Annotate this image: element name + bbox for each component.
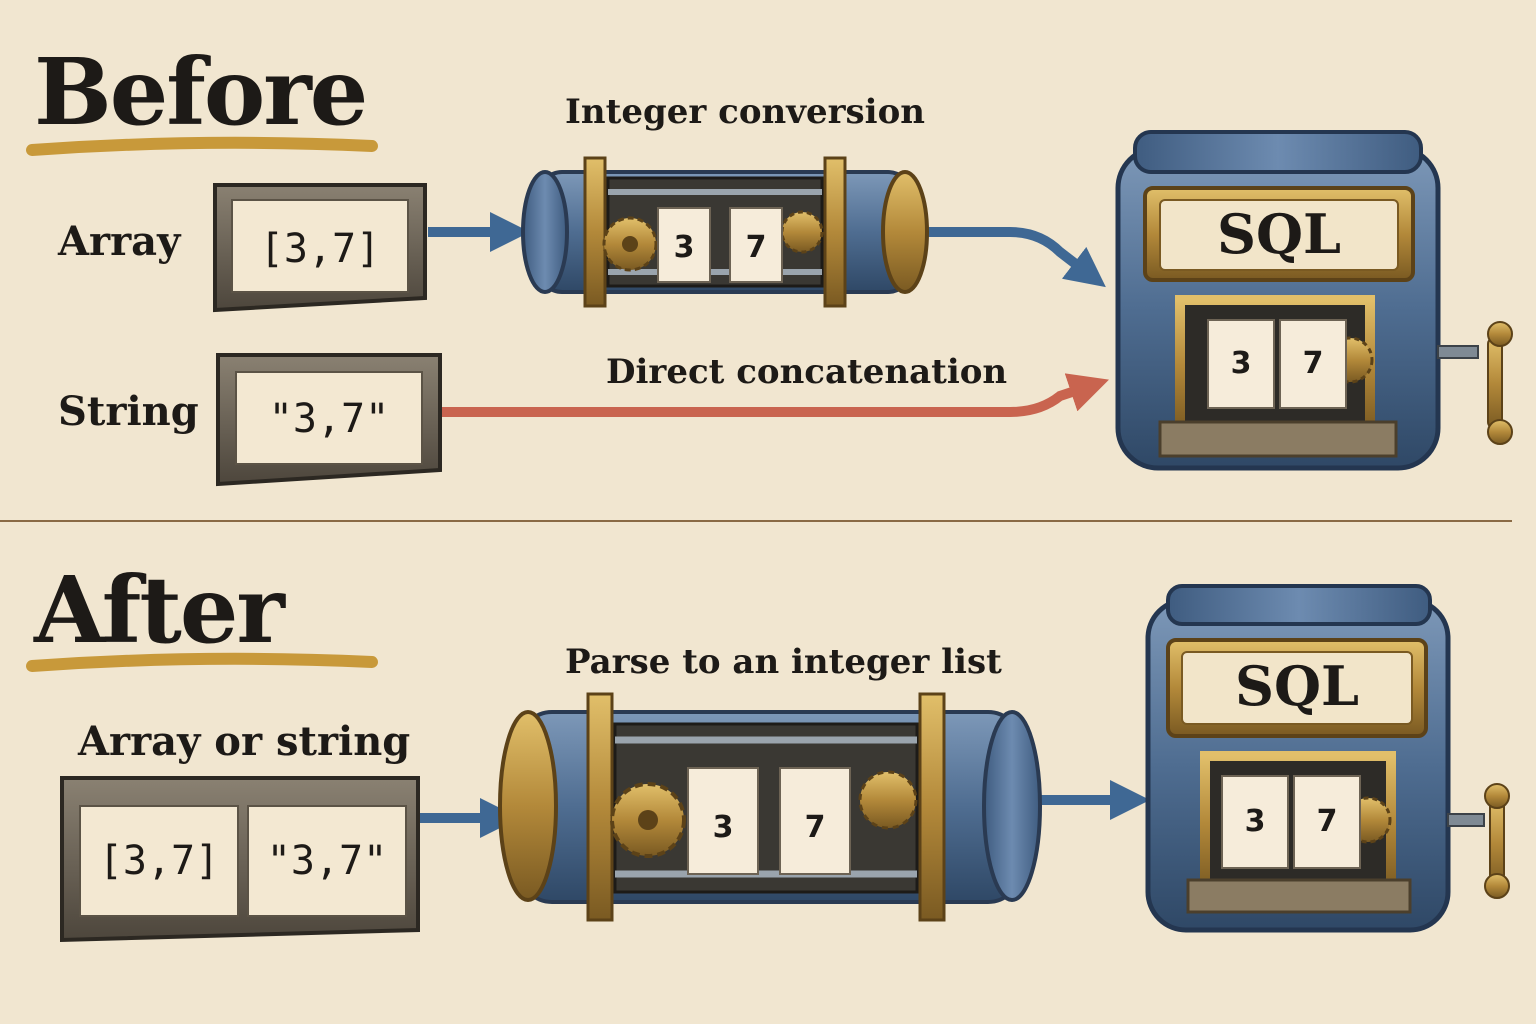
parser-card-2-text: 7 — [804, 810, 826, 845]
sql-after-card-1 — [1221, 775, 1289, 869]
integer-converter-machine — [521, 156, 929, 308]
gear-icon — [780, 210, 824, 254]
converter-card-1 — [657, 207, 711, 283]
after-heading: After — [34, 556, 285, 664]
hand-crank-icon — [1447, 783, 1510, 899]
before-heading: Before — [34, 38, 368, 146]
string-value: "3,7" — [268, 396, 390, 442]
sql-card-1-text: 3 — [1230, 346, 1252, 381]
sql-card-2-text: 7 — [1302, 346, 1324, 381]
before-underline — [26, 136, 378, 156]
converter-card-2-text: 7 — [745, 230, 767, 265]
integer-list-parser-machine — [498, 692, 1042, 922]
arrow-string-to-sql — [442, 373, 1109, 417]
sql-card-1 — [1207, 319, 1275, 409]
sql-after-card-1-text: 3 — [1244, 804, 1266, 839]
sql-machine-before — [1115, 130, 1513, 471]
string-label: String — [58, 388, 199, 435]
converter-card-1-text: 3 — [673, 230, 695, 265]
converter-card-2 — [729, 207, 783, 283]
parser-card-2 — [779, 767, 851, 875]
array-or-string-label: Array or string — [78, 718, 411, 765]
array-label: Array — [58, 218, 181, 265]
sql-after-card-2-text: 7 — [1316, 804, 1338, 839]
parser-card-1-text: 3 — [712, 810, 734, 845]
sql-label-after: SQL — [1234, 654, 1359, 718]
arrow-converter-to-sql — [910, 227, 1106, 288]
array-tray — [213, 183, 427, 313]
integer-conversion-caption: Integer conversion — [565, 92, 925, 132]
sql-after-card-2 — [1293, 775, 1361, 869]
direct-concatenation-caption: Direct concatenation — [606, 352, 1008, 392]
input-string-value: "3,7" — [266, 838, 388, 884]
hand-crank-icon — [1437, 321, 1513, 445]
input-array-value: [3,7] — [98, 838, 220, 884]
sql-machine-after — [1145, 584, 1510, 933]
gear-icon — [858, 770, 918, 830]
sql-card-2 — [1279, 319, 1347, 409]
parse-caption: Parse to an integer list — [565, 642, 1002, 682]
sql-label-before: SQL — [1216, 202, 1341, 266]
after-underline — [26, 652, 378, 672]
array-value: [3,7] — [259, 226, 381, 272]
parser-card-1 — [687, 767, 759, 875]
string-tray — [216, 353, 442, 487]
input-tray — [60, 776, 420, 943]
